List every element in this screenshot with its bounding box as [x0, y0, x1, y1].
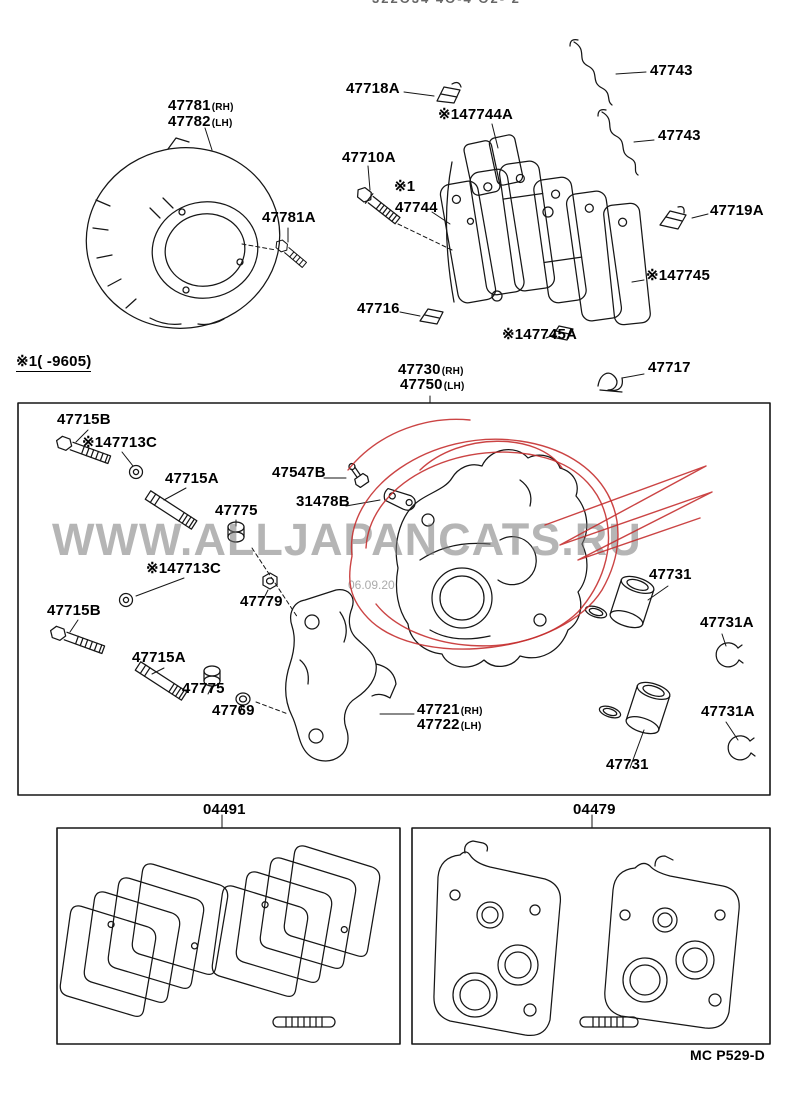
part-label-47775-2: 47775	[182, 680, 225, 697]
pad-kit-drawing	[59, 845, 381, 1028]
part-label-47731a-2: 47731A	[701, 703, 755, 720]
clip-47718A-drawing	[436, 81, 462, 104]
part-label-47722: 47722(LH)	[417, 716, 482, 733]
bushing-47775-1-drawing	[227, 521, 245, 543]
washer-47713C-2-drawing	[118, 592, 134, 608]
part-label-47750: 47750(LH)	[400, 376, 465, 393]
spring-47743-lower-drawing	[597, 109, 639, 176]
part-label-47744a: ※147744A	[438, 106, 514, 123]
part-label-47731-2: 47731	[606, 756, 649, 773]
part-label-47781a: 47781A	[262, 209, 316, 226]
pad-assembly-drawing	[439, 134, 651, 326]
caliper-drawing	[395, 449, 588, 668]
dashed-assembly-lines	[241, 223, 453, 715]
part-label-47745a: ※147745A	[502, 326, 578, 343]
clip-47717-drawing	[597, 372, 624, 393]
part-label-47715a-2: 47715A	[132, 649, 186, 666]
part-label-47717: 47717	[648, 359, 691, 376]
part-label-47710a: 47710A	[342, 149, 396, 166]
clip-47716-drawing	[419, 308, 444, 325]
part-label-47721: 47721(RH)	[417, 701, 483, 718]
part-label-47718a: 47718A	[346, 80, 400, 97]
part-label-47731a-1: 47731A	[700, 614, 754, 631]
part-label-47715a-1: 47715A	[165, 470, 219, 487]
ref-mark-1: ※1	[394, 178, 416, 195]
snap-ring-47731A-1-drawing	[715, 642, 744, 668]
part-label-47715b-2: 47715B	[47, 602, 101, 619]
bolt-47781A-drawing	[275, 239, 307, 268]
part-label-47782: 47782(LH)	[168, 113, 233, 130]
part-label-47775-1: 47775	[215, 502, 258, 519]
footnote-ref: ※1( -9605)	[16, 353, 92, 372]
dust-shield-drawing	[85, 137, 281, 329]
watermark-text: WWW.ALLJAPANCATS.RU	[52, 514, 642, 565]
pin-47715A-2-drawing	[134, 661, 188, 701]
part-label-47743-upper: 47743	[650, 62, 693, 79]
part-label-47713c-2: ※147713C	[146, 560, 222, 577]
washer-47713C-1-drawing	[128, 464, 144, 480]
seal-ring-2-drawing	[598, 705, 622, 719]
part-label-47547b: 47547B	[272, 464, 326, 481]
main-parts-box	[17, 402, 771, 796]
clip-47745A-drawing	[551, 325, 574, 341]
part-label-47713c-1: ※147713C	[82, 434, 158, 451]
watermark-date: 06.09.20	[348, 578, 395, 592]
part-label-47731-1: 47731	[649, 566, 692, 583]
piston-47731-2-drawing	[625, 681, 671, 735]
kit-label-04479: 04479	[573, 801, 616, 818]
part-label-47716: 47716	[357, 300, 400, 317]
part-label-47744: 47744	[395, 199, 438, 216]
clipped-header-text: 322O34 4O-4 O2- 2	[372, 0, 521, 6]
part-label-47743-lower: 47743	[658, 127, 701, 144]
bolt-47715B-1-drawing	[55, 435, 112, 465]
part-label-47719a: 47719A	[710, 202, 764, 219]
part-label-47730: 47730(RH)	[398, 361, 464, 378]
leader-lines	[69, 71, 739, 829]
pin-47715A-1-drawing	[144, 490, 198, 530]
seal-kit-drawing	[433, 840, 740, 1037]
part-label-47745: ※147745	[646, 267, 711, 284]
mount-bracket-drawing	[285, 589, 397, 762]
piston-47731-1-drawing	[609, 575, 655, 629]
kit-label-04491: 04491	[203, 801, 246, 818]
snap-ring-47731A-2-drawing	[727, 735, 756, 761]
part-label-47769: 47769	[212, 702, 255, 719]
part-label-31478b: 31478B	[296, 493, 350, 510]
bolt-47710A-drawing	[356, 186, 401, 225]
bolt-47715B-2-drawing	[49, 625, 106, 655]
part-label-47779: 47779	[240, 593, 283, 610]
part-label-47715b-1: 47715B	[57, 411, 111, 428]
page-code: MC P529-D	[690, 1047, 765, 1063]
part-label-47781: 47781(RH)	[168, 97, 234, 114]
pad-kit-box	[56, 827, 401, 1045]
seal-kit-box	[411, 827, 771, 1045]
bushing-47769-drawing	[235, 692, 251, 706]
clip-47719A-drawing	[659, 206, 687, 230]
spring-47743-upper-drawing	[569, 39, 613, 106]
